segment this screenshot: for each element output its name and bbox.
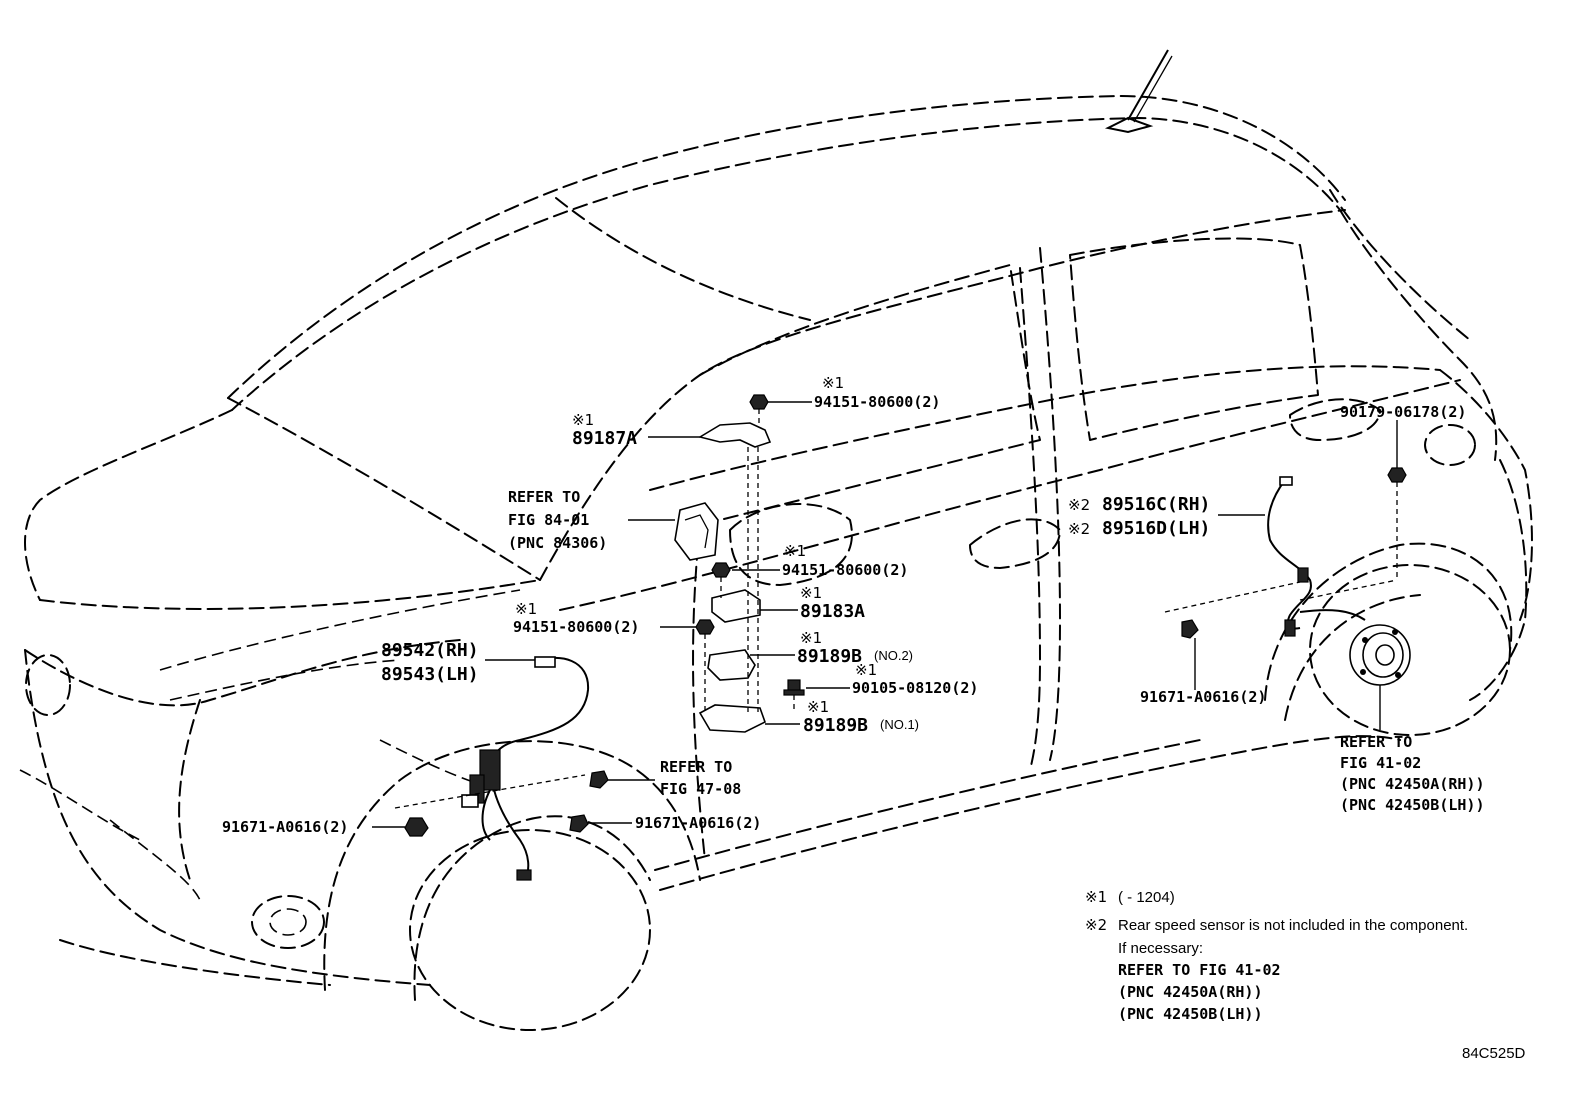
bracket-89189B-no1 (698, 704, 766, 733)
label-refer-47-08-line1: REFER TO (660, 758, 732, 776)
bolt-91671-left (404, 817, 429, 837)
label-91671-center: 91671-A0616(2) (635, 814, 761, 832)
bolt-91671-center (569, 814, 589, 833)
mark1-94151-left: ※1 (515, 600, 537, 618)
label-89516D: 89516D(LH) (1102, 518, 1210, 539)
label-refer-47-08-line2: FIG 47-08 (660, 780, 741, 798)
mark1-89189B-no1: ※1 (807, 698, 829, 716)
nuts-and-bolts (404, 394, 1407, 837)
diagram-code: 84C525D (1462, 1045, 1526, 1062)
bolt-47-08 (589, 770, 609, 789)
note2-text: Rear speed sensor is not included in the… (1118, 917, 1468, 934)
label-refer-84-01-line1: REFER TO (508, 488, 580, 506)
car-body-outline (19, 49, 1533, 1031)
front-speed-sensor-assembly (461, 656, 590, 881)
bolt-90105 (783, 679, 805, 696)
label-89516C: 89516C(RH) (1102, 494, 1210, 515)
label-89189B-no2: 89189B (797, 646, 862, 667)
label-refer-41-02-line3: (PNC 42450A(RH)) (1340, 775, 1485, 793)
note5-text: (PNC 42450A(RH)) (1118, 983, 1263, 1001)
label-94151-left: 94151-80600(2) (513, 618, 639, 636)
bracket-89187A (697, 422, 772, 448)
mark1-89183A: ※1 (800, 584, 822, 602)
control-module-89183A (711, 589, 761, 623)
label-89189B-no2-suffix: (NO.2) (874, 648, 913, 663)
bracket-89189B-no2 (707, 649, 756, 681)
mark1-94151-top: ※1 (822, 374, 844, 392)
note2-mark: ※2 (1085, 916, 1107, 934)
label-89187A: 89187A (572, 428, 637, 449)
label-89543: 89543(LH) (381, 664, 479, 685)
mark1-90105: ※1 (855, 661, 877, 679)
label-refer-41-02-line4: (PNC 42450B(LH)) (1340, 796, 1485, 814)
mark1-89189B-no2: ※1 (800, 629, 822, 647)
note6-text: (PNC 42450B(LH)) (1118, 1005, 1263, 1023)
label-refer-41-02-line1: REFER TO (1340, 733, 1412, 751)
label-90105: 90105-08120(2) (852, 679, 978, 697)
rear-speed-sensor (1267, 476, 1366, 637)
label-89542: 89542(RH) (381, 640, 479, 661)
rear-hub-bearing (1349, 624, 1411, 686)
note1-text: ( - 1204) (1118, 889, 1175, 906)
label-91671-left: 91671-A0616(2) (222, 818, 348, 836)
part-labels: ※1 94151-80600(2) ※1 89187A REFER TO FIG… (222, 374, 1485, 836)
label-90179: 90179-06178(2) (1340, 403, 1466, 421)
mark1-94151-mid: ※1 (784, 542, 806, 560)
note1-mark: ※1 (1085, 888, 1107, 906)
footnotes: ※1 ( - 1204) ※2 Rear speed sensor is not… (1085, 888, 1468, 1023)
label-89183A: 89183A (800, 601, 865, 622)
yaw-rate-sensor (674, 502, 719, 561)
mark2-89516C: ※2 (1068, 496, 1090, 514)
label-94151-top: 94151-80600(2) (814, 393, 940, 411)
label-89189B-no1-suffix: (NO.1) (880, 717, 919, 732)
label-refer-84-01-line2: FIG 84-01 (508, 511, 589, 529)
label-refer-41-02-line2: FIG 41-02 (1340, 754, 1421, 772)
label-94151-mid: 94151-80600(2) (782, 561, 908, 579)
note3-text: If necessary: (1118, 940, 1203, 957)
label-refer-84-01-line3: (PNC 84306) (508, 534, 607, 552)
note4-text: REFER TO FIG 41-02 (1118, 961, 1281, 979)
bolt-91671-right (1181, 619, 1199, 639)
mark1-89187A: ※1 (572, 411, 594, 429)
label-91671-right: 91671-A0616(2) (1140, 688, 1266, 706)
mark2-89516D: ※2 (1068, 520, 1090, 538)
leader-lines (372, 401, 1398, 828)
label-89189B-no1: 89189B (803, 715, 868, 736)
